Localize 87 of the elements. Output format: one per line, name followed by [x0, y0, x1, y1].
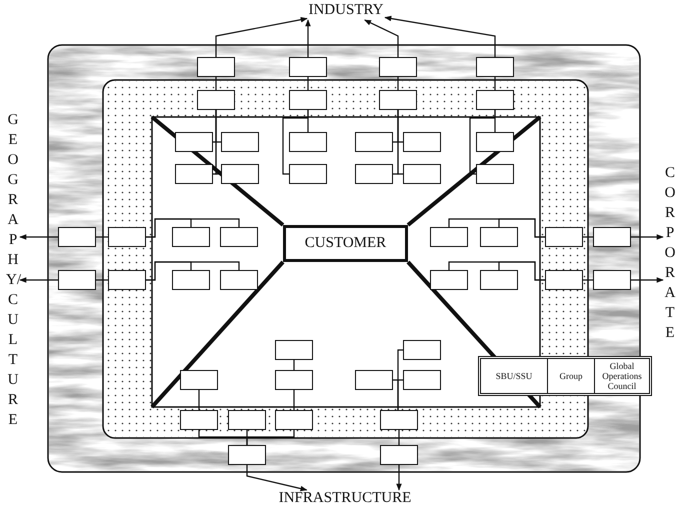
empty-box [593, 270, 631, 290]
connector-line [146, 218, 240, 238]
empty-box [480, 270, 518, 290]
empty-box [172, 270, 210, 290]
empty-box [221, 132, 259, 152]
empty-box [379, 57, 417, 77]
empty-box [172, 227, 210, 247]
empty-box [476, 90, 514, 110]
empty-box [289, 57, 327, 77]
empty-box [480, 227, 518, 247]
empty-box [380, 410, 418, 430]
empty-box [379, 90, 417, 110]
empty-box [228, 445, 266, 465]
empty-box [108, 227, 146, 247]
empty-box [476, 164, 514, 184]
arrow [384, 16, 496, 57]
table-cell: Group [548, 359, 595, 393]
connector-line [398, 430, 400, 445]
empty-box [289, 90, 327, 110]
connector-line [293, 360, 295, 370]
arrow [246, 465, 308, 492]
arrow [364, 19, 399, 57]
empty-box [430, 270, 468, 290]
empty-box [275, 340, 313, 360]
direction-label: INDUSTRY [307, 2, 385, 19]
empty-box [58, 270, 96, 290]
customer-box: CUSTOMER [283, 225, 408, 262]
connector-line [498, 261, 545, 281]
arrow [631, 234, 664, 240]
table-cell-text: Global Operations Council [601, 360, 643, 393]
connector-line [293, 390, 295, 410]
empty-box [289, 164, 327, 184]
empty-box [476, 132, 514, 152]
empty-box [180, 370, 218, 390]
empty-box [197, 90, 235, 110]
connector-line [96, 279, 108, 281]
empty-box [355, 370, 393, 390]
empty-box [175, 132, 213, 152]
empty-box [403, 132, 441, 152]
empty-box [221, 164, 259, 184]
arrow [396, 465, 402, 491]
empty-box [403, 370, 441, 390]
table-cell: SBU/SSU [481, 359, 548, 393]
arrow [305, 19, 311, 57]
connector-line [215, 110, 221, 175]
empty-box [108, 270, 146, 290]
empty-box [476, 57, 514, 77]
connector-line [96, 236, 108, 238]
empty-box [593, 227, 631, 247]
connector-line [583, 236, 593, 238]
empty-box [220, 270, 258, 290]
empty-box [355, 132, 393, 152]
empty-box [380, 445, 418, 465]
empty-box [228, 410, 266, 430]
connector-line [198, 390, 200, 410]
connector-line [215, 77, 217, 90]
empty-box [275, 370, 313, 390]
empty-box [289, 132, 327, 152]
empty-box [403, 340, 441, 360]
connector-line [282, 110, 309, 175]
direction-label: GEOGRAPHY/CULTURE [6, 110, 20, 430]
arrow [19, 234, 58, 240]
empty-box [58, 227, 96, 247]
arrow [215, 16, 308, 57]
empty-box [430, 227, 468, 247]
connector-line [583, 279, 593, 281]
arrow [19, 277, 58, 283]
empty-box [403, 164, 441, 184]
empty-box [197, 57, 235, 77]
connector-line [146, 261, 240, 281]
empty-box [545, 227, 583, 247]
empty-box [175, 164, 213, 184]
direction-label: CORPORATE [663, 163, 677, 343]
empty-box [180, 410, 218, 430]
connector-line [397, 77, 399, 90]
empty-box [220, 227, 258, 247]
connector-line [397, 110, 403, 175]
empty-box [355, 164, 393, 184]
connector-line [307, 77, 309, 90]
empty-box [545, 270, 583, 290]
arrow [631, 277, 664, 283]
connector-line [469, 110, 496, 175]
connector-line [498, 218, 545, 238]
connector-line [397, 379, 403, 410]
empty-box [275, 410, 313, 430]
connector-line [494, 77, 496, 90]
direction-label: INFRASTRUCTURE [278, 490, 412, 507]
